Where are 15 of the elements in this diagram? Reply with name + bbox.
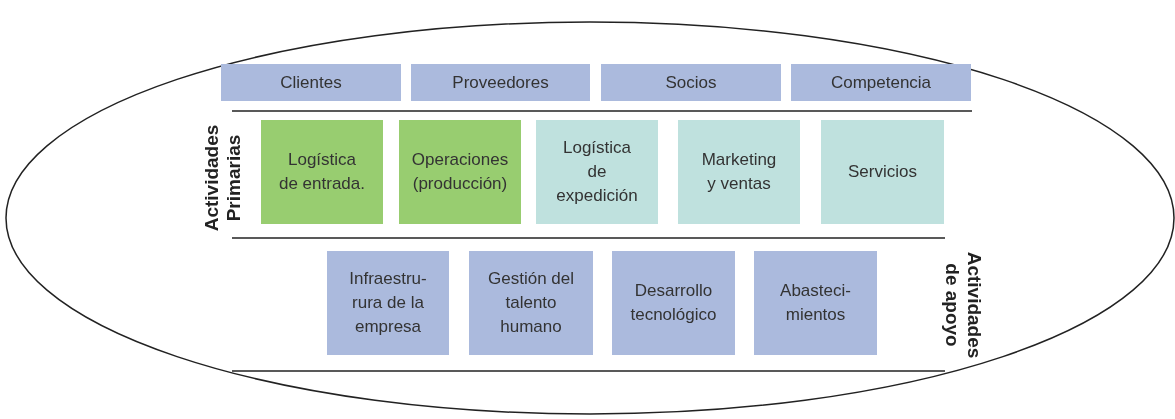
support-activity-box: Desarrollo tecnológico [612,251,735,355]
section-label: Actividades Primarias [200,123,244,234]
stakeholder-box: Proveedores [411,64,590,101]
section-label: Actividades de apoyo [940,250,984,361]
stakeholder-box: Competencia [791,64,971,101]
support-activity-box: Infraestru- rura de la empresa [327,251,449,355]
activity-box: Operaciones (producción) [399,120,521,224]
stakeholder-box: Socios [601,64,781,101]
stakeholder-box: Clientes [221,64,401,101]
activity-box: Servicios [821,120,944,224]
support-activity-box: Abasteci- mientos [754,251,877,355]
support-activity-box: Gestión del talento humano [469,251,593,355]
activity-box: Logística de entrada. [261,120,383,224]
activity-box: Logística de expedición [536,120,658,224]
activity-box: Marketing y ventas [678,120,800,224]
